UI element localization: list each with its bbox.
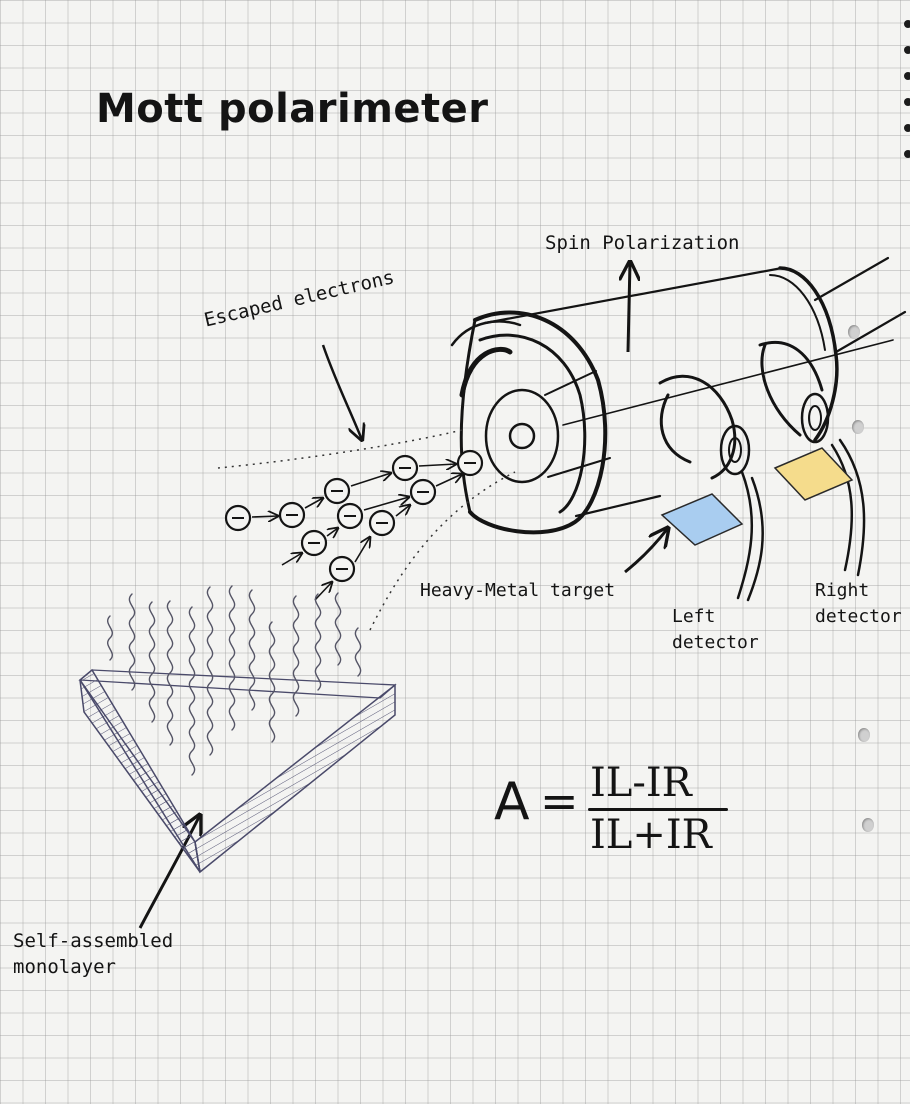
monolayer-molecules	[107, 585, 362, 776]
right-detector-label-line2: detector	[815, 606, 902, 627]
asymmetry-formula: A = IL-IR IL+IR	[490, 760, 740, 880]
electron-motion-arrows	[251, 464, 462, 601]
formula-equals: =	[540, 774, 579, 828]
heavy-metal-target-arrow	[624, 528, 668, 574]
monolayer-label-line2: monolayer	[13, 956, 116, 978]
right-detector-label-line1: Right	[815, 580, 870, 601]
heavy-metal-target-label: Heavy-Metal target	[420, 580, 616, 601]
monolayer-substrate	[78, 668, 397, 874]
binder-ring	[904, 20, 910, 28]
page-title: Mott polarimeter	[96, 86, 489, 132]
spin-polarization-label: Spin Polarization	[545, 232, 740, 254]
left-detector-label: Left detector	[672, 604, 759, 656]
beam-envelope	[369, 471, 516, 631]
monolayer-label: Self-assembled monolayer	[13, 928, 173, 980]
fraction-bar	[588, 808, 728, 811]
binder-ring	[904, 124, 910, 132]
left-detector-plate	[660, 493, 744, 546]
electron-minus-signs	[232, 462, 476, 570]
formula-numerator: IL-IR	[590, 760, 692, 806]
binder-hole	[858, 728, 870, 742]
left-detector-label-line2: detector	[672, 632, 759, 653]
beam-envelope	[217, 429, 463, 469]
formula-denominator: IL+IR	[590, 812, 712, 858]
monolayer-arrow	[138, 815, 200, 929]
binder-hole	[852, 420, 864, 434]
spin-polarization-arrow	[628, 262, 630, 353]
left-detector-label-line1: Left	[672, 606, 716, 627]
binder-hole	[848, 325, 860, 339]
binder-ring	[904, 98, 910, 106]
binder-ring	[904, 46, 910, 54]
binder-hole	[862, 818, 874, 832]
monolayer-label-line1: Self-assembled	[13, 930, 174, 952]
right-detector-plate	[773, 447, 854, 501]
polarimeter-body	[450, 256, 907, 602]
formula-lhs: A	[494, 772, 530, 832]
right-detector-label: Right detector	[815, 578, 902, 630]
binder-ring	[904, 150, 910, 158]
binder-ring	[904, 72, 910, 80]
escaped-electrons-arrow	[321, 344, 362, 440]
